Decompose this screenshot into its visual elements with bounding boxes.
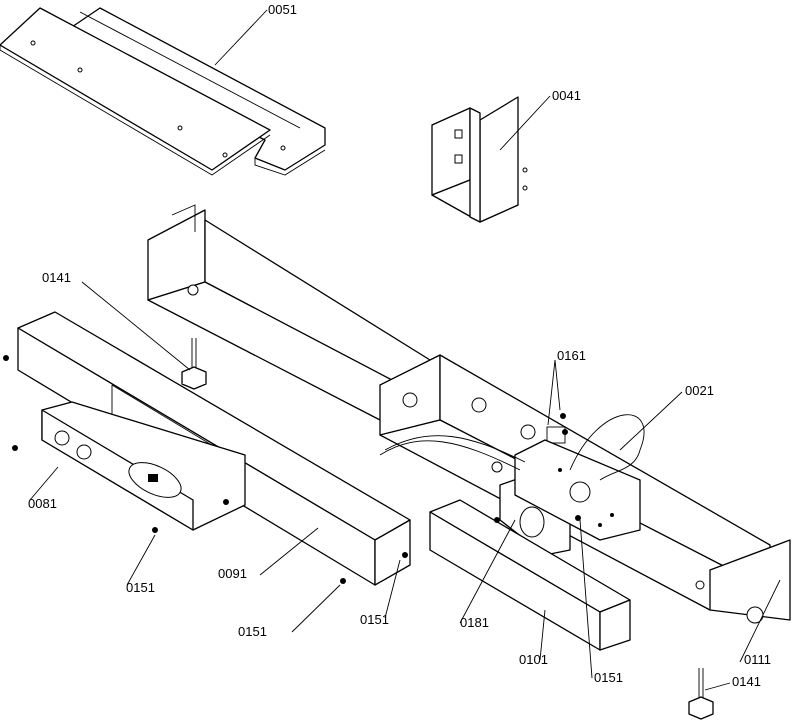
label-screws-top: 0161 [557,348,586,363]
screws-group [3,355,581,584]
left-plate-part [41,401,246,531]
top-cover-part [0,7,326,176]
right-panel-part [429,499,631,651]
leveler-left-part [181,338,207,390]
box-cover-part [431,96,528,223]
label-screw-mid-b: 0151 [360,612,389,627]
label-top-cover: 0051 [268,2,297,17]
label-screw-right: 0151 [594,670,623,685]
label-screws-left: 0151 [126,580,155,595]
control-box-part [379,414,645,541]
label-front-rail: 0091 [218,566,247,581]
label-control-plate: 0181 [460,615,489,630]
label-box-cover: 0041 [552,88,581,103]
label-leveler-left: 0141 [42,270,71,285]
label-left-plate: 0081 [28,496,57,511]
leveler-right-part [688,668,714,720]
label-end-panel: 0111 [744,652,771,667]
label-screw-mid-a: 0151 [238,624,267,639]
leader-lines [29,9,781,691]
part-labels: 0051 0041 0141 0081 0151 0091 0151 0151 … [28,2,771,689]
label-right-panel: 0101 [519,652,548,667]
label-leveler-right: 0141 [732,674,761,689]
label-wire-harness: 0021 [685,383,714,398]
